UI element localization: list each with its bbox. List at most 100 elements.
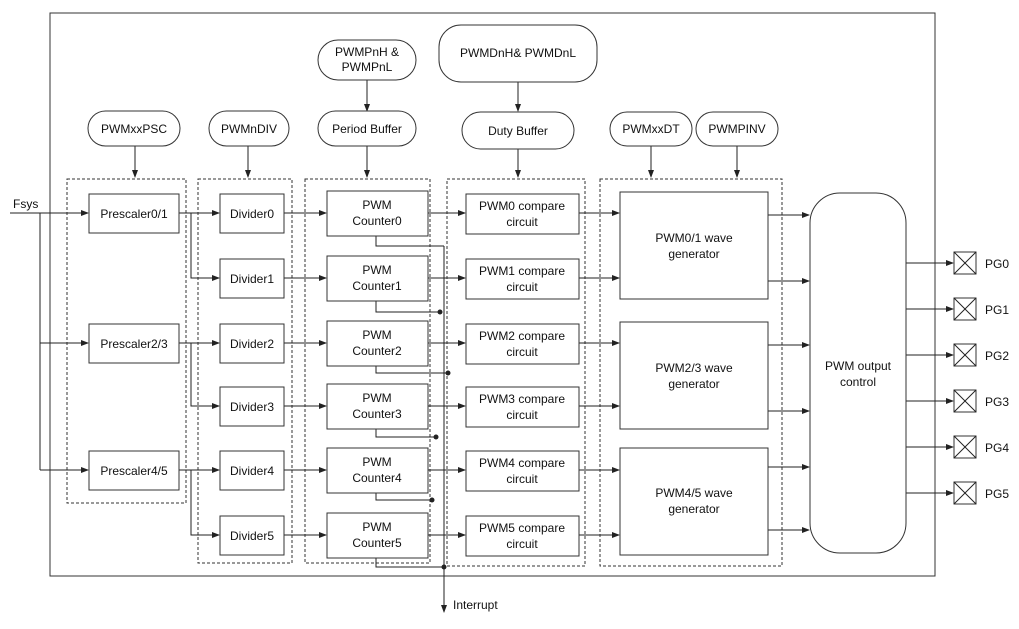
wave-generator-box: PWM4/5 wave generator [619,447,769,556]
duty-buffer: Duty Buffer [461,111,575,150]
wave-generator-label-line2: generator [668,502,719,516]
counter-label-line2: Counter5 [352,536,402,550]
compare-label-line2: circuit [506,345,538,359]
register-dt: PWMxxDT [609,111,693,147]
pin-label: PG2 [985,349,1009,363]
compare-box: PWM2 compare circuit [465,323,580,365]
compare-label-line1: PWM1 compare [479,264,565,278]
wave-generator-box: PWM2/3 wave generator [619,321,769,430]
counter-label-line2: Counter1 [352,279,402,293]
compare-label-line2: circuit [506,280,538,294]
fsys-label: Fsys [13,197,38,211]
counter-label-line1: PWM [362,198,391,212]
prescaler-group [66,178,187,504]
compare-box: PWM3 compare circuit [465,386,580,428]
pin-label: PG3 [985,395,1009,409]
period-buffer-label: Period Buffer [332,122,402,136]
wave-group [599,178,783,567]
counter-label-line2: Counter0 [352,214,402,228]
pin-label: PG5 [985,487,1009,501]
divider-box: Divider1 [219,258,285,299]
compare-label-line1: PWM4 compare [479,456,565,470]
counter-label-line2: Counter2 [352,344,402,358]
output-control-label-line1: PWM output [825,359,892,373]
compare-label-line1: PWM3 compare [479,392,565,406]
divider-label: Divider5 [230,529,274,543]
period-buffer: Period Buffer [317,110,417,147]
register-duty: PWMDnH& PWMDnL [438,24,598,83]
pin-pg3: PG3 [953,389,1009,413]
compare-label-line1: PWM0 compare [479,199,565,213]
wave-generator-label-line1: PWM0/1 wave [655,231,733,245]
register-psc-label: PWMxxPSC [101,122,167,136]
divider-box: Divider2 [219,323,285,364]
prescaler-label: Prescaler2/3 [100,337,168,351]
pin-pg5: PG5 [953,481,1009,505]
wave-generator-label-line1: PWM4/5 wave [655,486,733,500]
prescaler-box: Prescaler2/3 [88,323,180,364]
duty-buffer-label: Duty Buffer [488,124,548,138]
compare-label-line2: circuit [506,408,538,422]
pin-label: PG0 [985,257,1009,271]
counter-label-line1: PWM [362,455,391,469]
divider-group [197,178,293,564]
counter-label-line1: PWM [362,328,391,342]
pin-pg1: PG1 [953,297,1009,321]
pin-pg4: PG4 [953,435,1009,459]
divider-label: Divider3 [230,400,274,414]
register-duty-label: PWMDnH& PWMDnL [460,46,576,60]
output-control-box: PWM output control [809,192,907,554]
prescaler-label: Prescaler4/5 [100,464,168,478]
divider-box: Divider5 [219,515,285,556]
counter-box: PWM Counter5 [326,512,429,559]
prescaler-box: Prescaler4/5 [88,450,180,491]
compare-label-line2: circuit [506,215,538,229]
compare-label-line1: PWM5 compare [479,521,565,535]
counter-label-line1: PWM [362,520,391,534]
counter-box: PWM Counter4 [326,447,429,494]
compare-box: PWM0 compare circuit [465,193,580,235]
counter-label-line2: Counter4 [352,471,402,485]
wave-generator-label-line1: PWM2/3 wave [655,361,733,375]
divider-label: Divider2 [230,337,274,351]
counter-box: PWM Counter2 [326,320,429,367]
register-psc: PWMxxPSC [87,110,181,147]
compare-box: PWM4 compare circuit [465,450,580,492]
divider-box: Divider0 [219,193,285,234]
prescaler-box: Prescaler0/1 [88,193,180,234]
divider-label: Divider4 [230,464,274,478]
counter-box: PWM Counter3 [326,383,429,430]
prescaler-label: Prescaler0/1 [100,207,168,221]
pin-pg0: PG0 [953,251,1009,275]
counter-label-line2: Counter3 [352,407,402,421]
counter-label-line1: PWM [362,391,391,405]
output-control-label-line2: control [840,375,876,389]
compare-label-line2: circuit [506,537,538,551]
register-inv: PWMPINV [695,111,779,147]
register-div: PWMnDIV [208,110,290,147]
register-dt-label: PWMxxDT [622,122,680,136]
divider-box: Divider3 [219,386,285,427]
divider-label: Divider1 [230,272,274,286]
wave-generator-label-line2: generator [668,377,719,391]
divider-box: Divider4 [219,450,285,491]
register-period: PWMPnH & PWMPnL [317,39,417,81]
counter-label-line1: PWM [362,263,391,277]
counter-group [304,178,431,564]
pin-pg2: PG2 [953,343,1009,367]
counter-box: PWM Counter0 [326,190,429,237]
wave-generator-label-line2: generator [668,247,719,261]
register-period-line2: PWMPnL [342,60,393,74]
compare-label-line2: circuit [506,472,538,486]
wires [10,79,954,613]
divider-label: Divider0 [230,207,274,221]
pin-label: PG1 [985,303,1009,317]
interrupt-label: Interrupt [453,598,498,612]
register-period-line1: PWMPnH & [335,45,399,59]
register-inv-label: PWMPINV [708,122,765,136]
pin-label: PG4 [985,441,1009,455]
compare-label-line1: PWM2 compare [479,329,565,343]
compare-box: PWM1 compare circuit [465,258,580,300]
register-div-label: PWMnDIV [221,122,277,136]
